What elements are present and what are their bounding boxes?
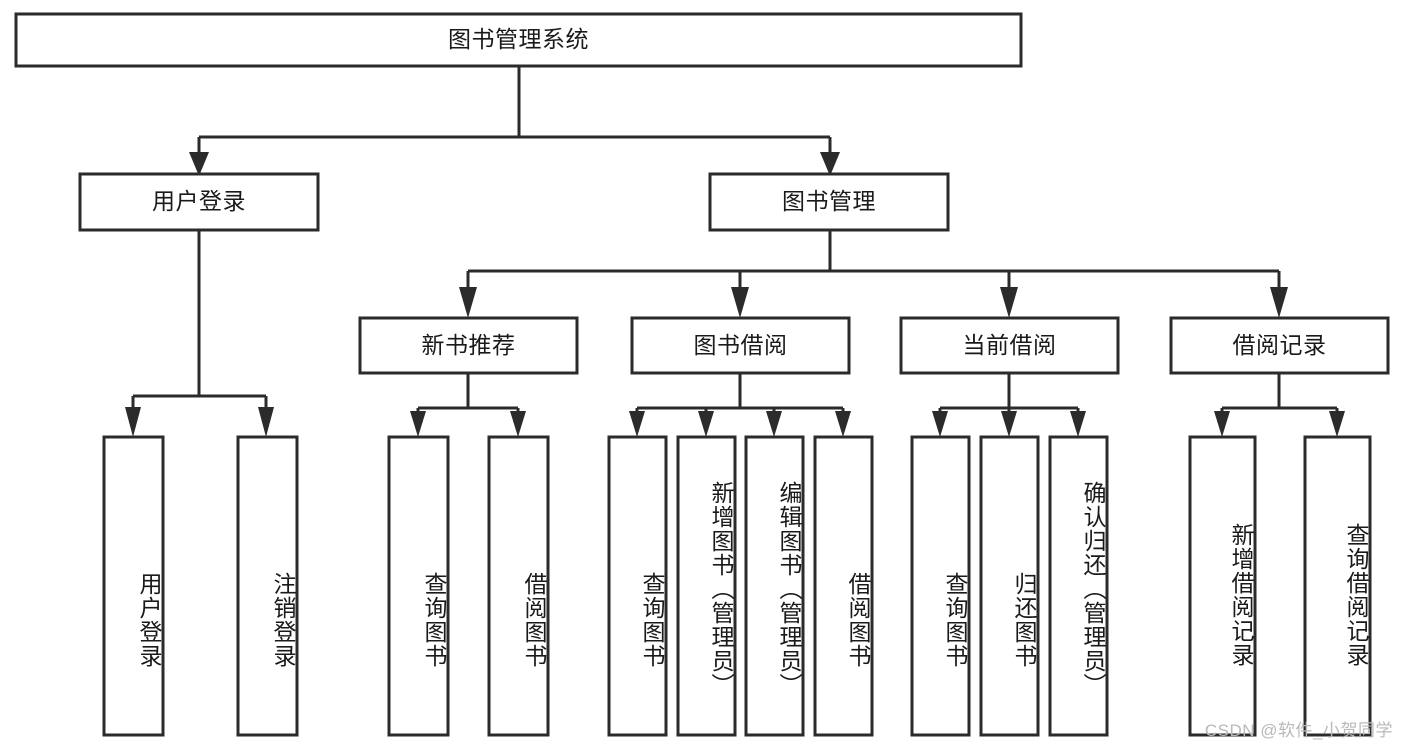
arrow-head-leaf-add-book (698, 411, 714, 437)
arrow-head-leaf-borrow-book-2 (835, 411, 851, 437)
node-box-leaf-user-login[interactable] (102, 435, 165, 737)
arrow-head-book-borrow (731, 287, 749, 318)
connector-group-user-login (125, 230, 274, 437)
arrow-head-new-book-recommend (459, 287, 477, 318)
node-box-leaf-confirm-return[interactable] (1048, 435, 1109, 737)
arrow-head-book-management (820, 152, 840, 176)
arrow-head-leaf-borrow-book-1 (510, 411, 526, 437)
node-box-leaf-query-book-1[interactable] (387, 435, 450, 737)
node-box-book-borrow[interactable] (630, 316, 851, 375)
arrow-head-borrow-record (1270, 287, 1288, 318)
node-box-new-book-recommend[interactable] (358, 316, 579, 375)
node-box-book-management[interactable] (708, 172, 950, 232)
node-box-leaf-query-record[interactable] (1303, 435, 1372, 737)
connector-group-borrow-record (1214, 373, 1345, 437)
arrow-head-leaf-query-record (1329, 411, 1345, 437)
connector-group-current-borrow (932, 373, 1086, 437)
connector-group-root (189, 66, 840, 176)
node-box-leaf-borrow-book-2[interactable] (813, 435, 874, 737)
node-box-leaf-edit-book[interactable] (744, 435, 805, 737)
node-box-leaf-add-book[interactable] (676, 435, 737, 737)
arrow-head-leaf-return-book (1001, 411, 1017, 437)
node-box-leaf-add-record[interactable] (1188, 435, 1257, 737)
node-box-leaf-return-book[interactable] (979, 435, 1040, 737)
node-box-current-borrow[interactable] (899, 316, 1120, 375)
node-box-leaf-user-logout[interactable] (236, 435, 299, 737)
connector-group-book-management (459, 230, 1288, 318)
arrow-head-user-login (189, 152, 209, 176)
node-box-borrow-record[interactable] (1169, 316, 1390, 375)
arrow-head-leaf-add-record (1214, 411, 1230, 437)
connector-group-book-borrow (629, 373, 851, 437)
arrow-head-leaf-edit-book (766, 411, 782, 437)
arrow-head-leaf-query-book-3 (932, 411, 948, 437)
arrow-head-leaf-user-logout (258, 407, 274, 437)
node-box-user-login[interactable] (78, 172, 320, 232)
connector-group-new-book-recommend (410, 373, 526, 437)
arrow-head-leaf-query-book-1 (410, 411, 426, 437)
node-box-leaf-borrow-book-1[interactable] (487, 435, 550, 737)
arrow-head-leaf-confirm-return (1070, 411, 1086, 437)
node-box-leaf-query-book-2[interactable] (607, 435, 668, 737)
node-box-root[interactable] (14, 12, 1023, 68)
arrow-head-current-borrow (1000, 287, 1018, 318)
arrow-head-leaf-user-login (125, 407, 141, 437)
node-box-leaf-query-book-3[interactable] (910, 435, 971, 737)
arrow-head-leaf-query-book-2 (629, 411, 645, 437)
